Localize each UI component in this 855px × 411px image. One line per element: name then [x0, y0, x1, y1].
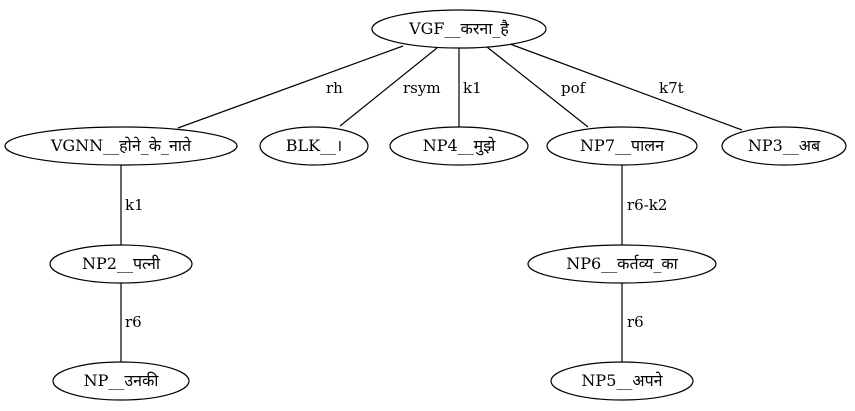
edge-label-k1: k1 [125, 196, 144, 214]
edge-label-pof: pof [561, 79, 587, 97]
edge-line-rsym [339, 47, 438, 127]
edge-label-r6: r6 [125, 313, 142, 331]
node-np3: NP3__अब [721, 126, 847, 166]
node-ellipse [52, 361, 190, 401]
node-label: NP7__पालन [580, 136, 665, 155]
node-label: NP2__पत्नी [82, 254, 161, 273]
node-ellipse [546, 126, 698, 166]
node-ellipse [259, 126, 369, 166]
edge-line-pof [486, 46, 589, 128]
node-np5: NP5__अपने [550, 361, 694, 401]
node-label: BLK__। [286, 136, 342, 155]
node-label: VGF__करना_है [408, 19, 509, 38]
edge-label-r6-k2: r6-k2 [627, 196, 667, 214]
edge-line-rh [177, 45, 404, 129]
node-label: VGNN__होने_के_नाते [50, 136, 192, 155]
node-label: NP5__अपने [581, 371, 663, 390]
edge-label-r6: r6 [627, 313, 644, 331]
edge-label-k7t: k7t [659, 79, 684, 97]
node-label: NP3__अब [748, 136, 821, 155]
node-np2: NP2__पत्नी [49, 244, 193, 284]
node-np: NP__उनकी [52, 361, 190, 401]
edges [120, 43, 743, 362]
node-ellipse [371, 9, 547, 49]
edge-label-k1: k1 [463, 79, 482, 97]
node-ellipse [4, 126, 238, 166]
node-np6: NP6__कर्तव्य_का [527, 244, 717, 284]
node-vgnn: VGNN__होने_के_नाते [4, 126, 238, 166]
node-label: NP4__मुझे [423, 136, 497, 156]
node-ellipse [550, 361, 694, 401]
node-root: VGF__करना_है [371, 9, 547, 49]
edge-labels: rh rsym k1 pof k7t k1 r6-k2 r6 r6 [125, 79, 684, 331]
node-ellipse [49, 244, 193, 284]
node-ellipse [721, 126, 847, 166]
edge-label-rh: rh [326, 79, 343, 97]
node-np7: NP7__पालन [546, 126, 698, 166]
node-label: NP__उनकी [84, 371, 160, 390]
edge-line-k7t [509, 43, 743, 131]
edge-label-rsym: rsym [403, 79, 441, 97]
node-label: NP6__कर्तव्य_का [566, 254, 678, 273]
node-np4: NP4__मुझे [389, 126, 529, 166]
node-ellipse [389, 126, 529, 166]
node-blk: BLK__। [259, 126, 369, 166]
node-ellipse [527, 244, 717, 284]
